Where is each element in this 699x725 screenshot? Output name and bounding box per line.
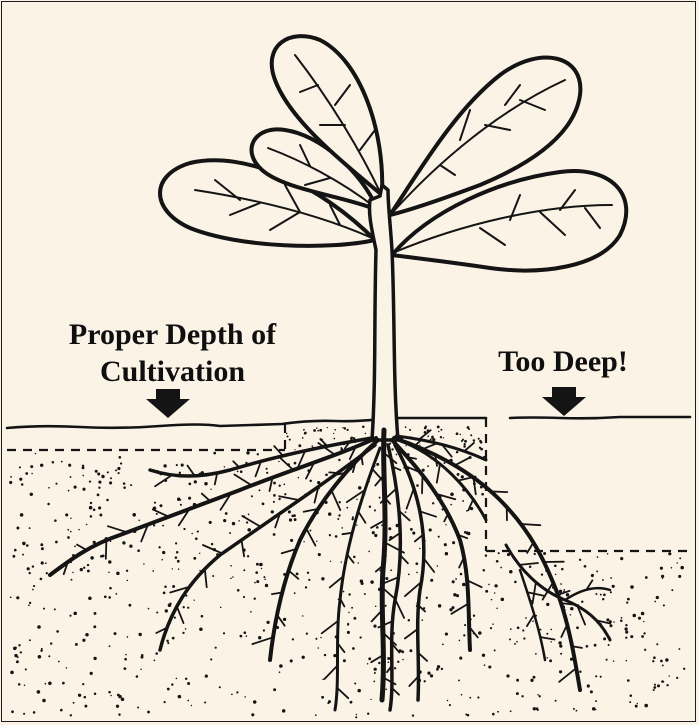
too-deep-cut [486, 418, 690, 551]
arrow-proper-icon [146, 389, 190, 418]
too-deep-label: Too Deep! [478, 343, 648, 380]
ground-surface-line [7, 417, 690, 428]
proper-depth-line2: Cultivation [40, 353, 305, 390]
arrow-too-deep-icon [542, 387, 586, 416]
leaves [160, 36, 626, 270]
proper-depth-label: Proper Depth of Cultivation [40, 316, 305, 390]
stem [369, 185, 398, 440]
proper-depth-line1: Proper Depth of [40, 316, 305, 353]
